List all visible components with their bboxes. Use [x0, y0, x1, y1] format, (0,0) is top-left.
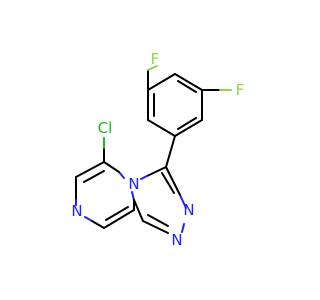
nitrogen-atom-label: N [128, 175, 139, 193]
molecule-structure: F F Cl N N N N [71, 50, 245, 249]
bond [118, 171, 125, 179]
fluorine-atom-label: F [151, 50, 160, 68]
bond [84, 216, 93, 222]
fluorine-atom-label: F [236, 81, 245, 99]
bond [142, 220, 169, 234]
bond [165, 166, 181, 196]
bond [133, 199, 144, 222]
double-bond-inner [177, 117, 197, 130]
bond [147, 119, 176, 137]
nitrogen-atom-label: N [171, 231, 182, 249]
bond [174, 119, 203, 137]
bond-c-f1 [147, 65, 158, 71]
bond [131, 191, 135, 201]
bond [75, 161, 105, 178]
bond [147, 73, 176, 91]
pyrazine-ring [75, 161, 135, 229]
double-bond-inner [177, 80, 197, 93]
structure-canvas: F F Cl N N N N [71, 50, 245, 249]
bond-aryl-triazole [165, 135, 176, 168]
bond [103, 161, 120, 173]
bond [179, 194, 187, 209]
nitrogen-atom-label: N [71, 202, 82, 220]
bond [181, 223, 185, 233]
bond [146, 166, 167, 177]
double-bond-inner [83, 170, 105, 183]
bond [140, 175, 148, 180]
phenyl-ring [147, 73, 203, 137]
double-bond-inner [161, 172, 175, 194]
double-bond-inner [147, 214, 169, 227]
triazole-ring [131, 166, 187, 234]
nitrogen-atom-label: N [183, 201, 194, 219]
bond [174, 73, 203, 91]
bond [91, 220, 105, 229]
double-bond-inner [105, 206, 129, 221]
chlorine-atom-label: Cl [98, 119, 113, 137]
bond [103, 209, 135, 229]
